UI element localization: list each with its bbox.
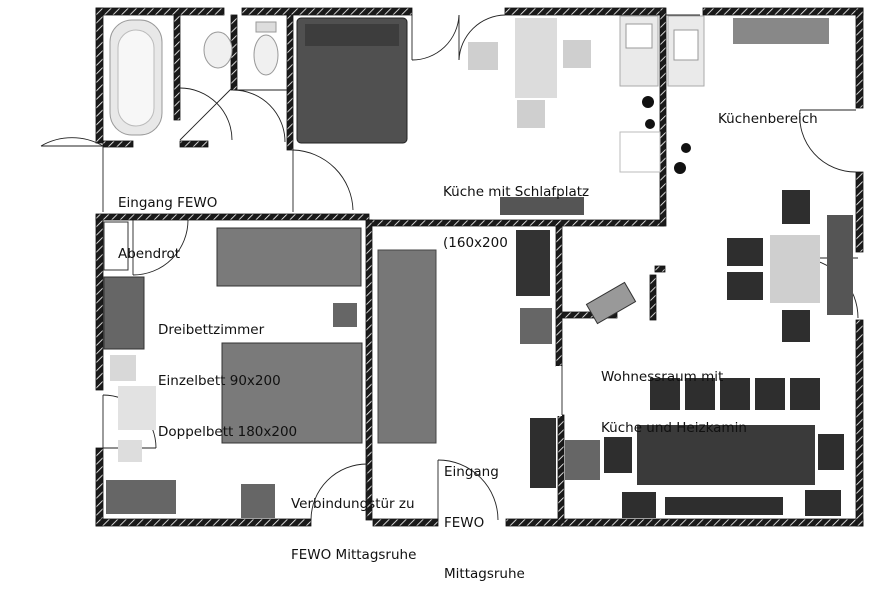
double-bed-top	[296, 17, 408, 144]
label-line: Wohnessraum mit	[601, 369, 724, 385]
kitchen-area-furniture	[619, 15, 829, 174]
label-line: Eingang FEWO	[118, 195, 218, 211]
label-line: (160x200	[443, 235, 508, 251]
bedroom-bench	[106, 480, 176, 514]
dining-table-small	[770, 235, 820, 303]
label-line: Küche mit Schlafplatz	[443, 184, 590, 200]
label-line: Küche und Heizkamin	[601, 420, 747, 436]
label-entrance-mittagsruhe: Eingang FEWO Mittagsruhe	[444, 430, 525, 600]
label-line: Doppelbett 180x200	[158, 424, 298, 440]
door-bathroom	[179, 87, 233, 141]
label-kitchen-sleeping: Küche mit Schlafplatz (160x200	[443, 150, 589, 269]
bedroom-furniture	[103, 221, 363, 518]
label-connecting-door: Verbindungstür zu FEWO Mittagsruhe	[291, 462, 416, 581]
kitchen-sleeping-furniture	[296, 15, 659, 215]
label-line: Einzelbett 90x200	[158, 373, 281, 389]
floor-plan	[40, 7, 864, 527]
dining-table-large	[637, 425, 815, 485]
fireplace	[585, 281, 637, 325]
toilet	[253, 34, 279, 76]
label-line: Küchenbereich	[718, 111, 818, 127]
doors	[40, 14, 859, 521]
single-bed	[216, 227, 362, 287]
walls	[95, 7, 864, 527]
living-room-furniture	[530, 190, 853, 518]
staircase	[377, 230, 552, 444]
label-line: FEWO	[444, 515, 485, 531]
washbasin	[203, 31, 233, 69]
label-line: Abendrot	[118, 246, 181, 262]
label-kitchen-area: Küchenbereich	[718, 77, 818, 145]
label-living-room: Wohnessraum mit Küche und Heizkamin	[601, 335, 747, 454]
kitchen-counter	[500, 197, 584, 215]
bench	[665, 497, 783, 515]
label-line: FEWO Mittagsruhe	[291, 547, 417, 563]
label-line: Mittagsruhe	[444, 566, 525, 582]
double-bed	[221, 342, 363, 444]
wardrobe	[103, 276, 145, 350]
label-line: Dreibettzimmer	[158, 322, 265, 338]
label-entrance-abendrot: Eingang FEWO Abendrot	[118, 161, 217, 280]
label-line: Verbindungstür zu	[291, 496, 415, 512]
label-line: Eingang	[444, 464, 499, 480]
label-three-bed-room: Dreibettzimmer Einzelbett 90x200 Doppelb…	[158, 288, 297, 458]
hob-burner	[642, 96, 654, 108]
bathroom-fixtures	[109, 19, 279, 136]
